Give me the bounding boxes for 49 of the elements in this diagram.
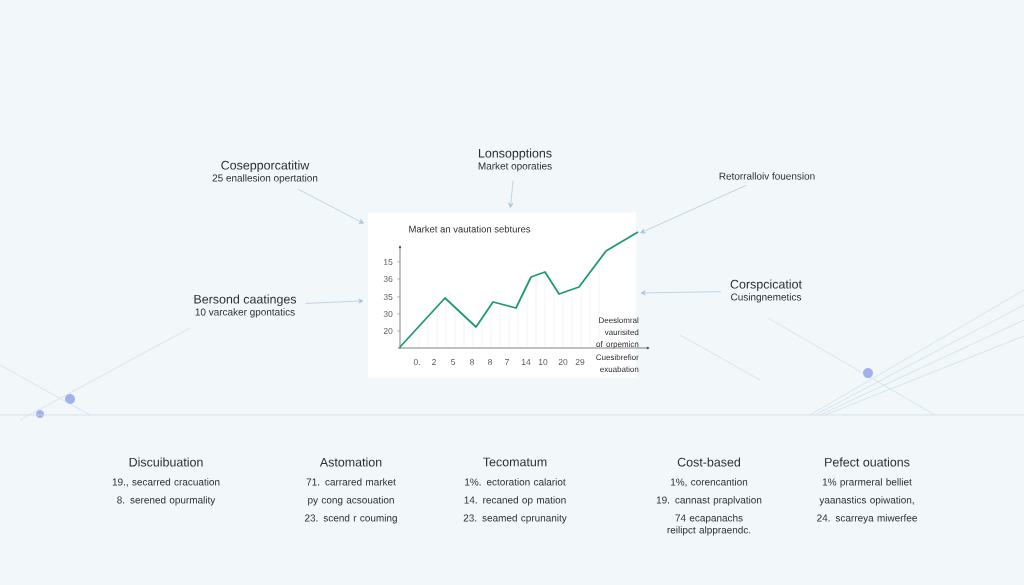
tick-label: 10 <box>538 359 548 365</box>
tick-label: 15 <box>384 259 393 265</box>
column-text: 74 ecapanachs reilipct alppraendc. <box>667 514 751 536</box>
node-text: Cusingnemetics <box>731 293 802 303</box>
column-text: 1%, corencantion <box>671 478 748 487</box>
column-text: 23. scend r couming <box>305 514 397 524</box>
column-text: 19., secarred cracuation <box>112 478 220 487</box>
tick-label: 14 <box>521 359 531 365</box>
node-heading: Bersond caatinges <box>194 294 297 307</box>
tick-label: 0. <box>413 359 420 365</box>
tick-label: 35 <box>383 294 393 300</box>
column-heading: Discuibuation <box>129 457 203 467</box>
tick-label: 2 <box>432 359 436 365</box>
node-text: Market oporaties <box>478 162 552 172</box>
tick-label: 7 <box>505 359 509 365</box>
arrow <box>640 184 747 234</box>
column-text: 71. carrared market <box>306 478 396 486</box>
node-heading: Cosepporcatitiw <box>221 160 310 173</box>
node-text: 10 varcaker gpontatics <box>195 308 295 318</box>
tick-label: 8 <box>470 359 474 365</box>
column-text: 8. serened opurmality <box>117 496 216 506</box>
tick-label: 8 <box>488 359 492 365</box>
tick-label: 20 <box>383 328 393 334</box>
column-text: 1%. ectoration calariot <box>465 478 566 486</box>
column-heading: Tecomatum <box>483 457 547 467</box>
chart-title: Market an vautation sebtures <box>409 225 531 233</box>
tick-label: 29 <box>575 359 585 365</box>
node-text: Retorralloiv fouension <box>719 172 815 180</box>
tick-label: 30 <box>383 311 393 317</box>
column-text: 14. recaned op mation <box>464 496 566 506</box>
column-heading: Astomation <box>319 457 382 467</box>
arrow <box>298 189 364 224</box>
arrow <box>508 180 514 208</box>
column-text: py cong acsouation <box>308 496 394 506</box>
column-text: 19. cannast praplvation <box>656 496 762 506</box>
node-heading: Corspcicatiot <box>730 279 802 292</box>
tick-label: 36 <box>383 276 393 282</box>
node-text: 25 enallesion opertation <box>212 174 318 184</box>
tick-label: 20 <box>558 359 568 365</box>
tick-label: 5 <box>451 359 455 365</box>
column-text: 1% prarmeral belliet <box>822 478 912 488</box>
column-heading: Pefect ouations <box>825 457 910 467</box>
arrow <box>640 290 722 296</box>
node-heading: Lonsopptions <box>479 148 552 161</box>
arrow <box>305 298 364 304</box>
column-text: yaanastics opiwation, <box>819 496 914 506</box>
column-text: 23. seamed cprunanity <box>463 514 567 524</box>
column-text: 24. scarreya miwerfee <box>817 514 917 524</box>
column-heading: Cost-based <box>677 457 741 467</box>
